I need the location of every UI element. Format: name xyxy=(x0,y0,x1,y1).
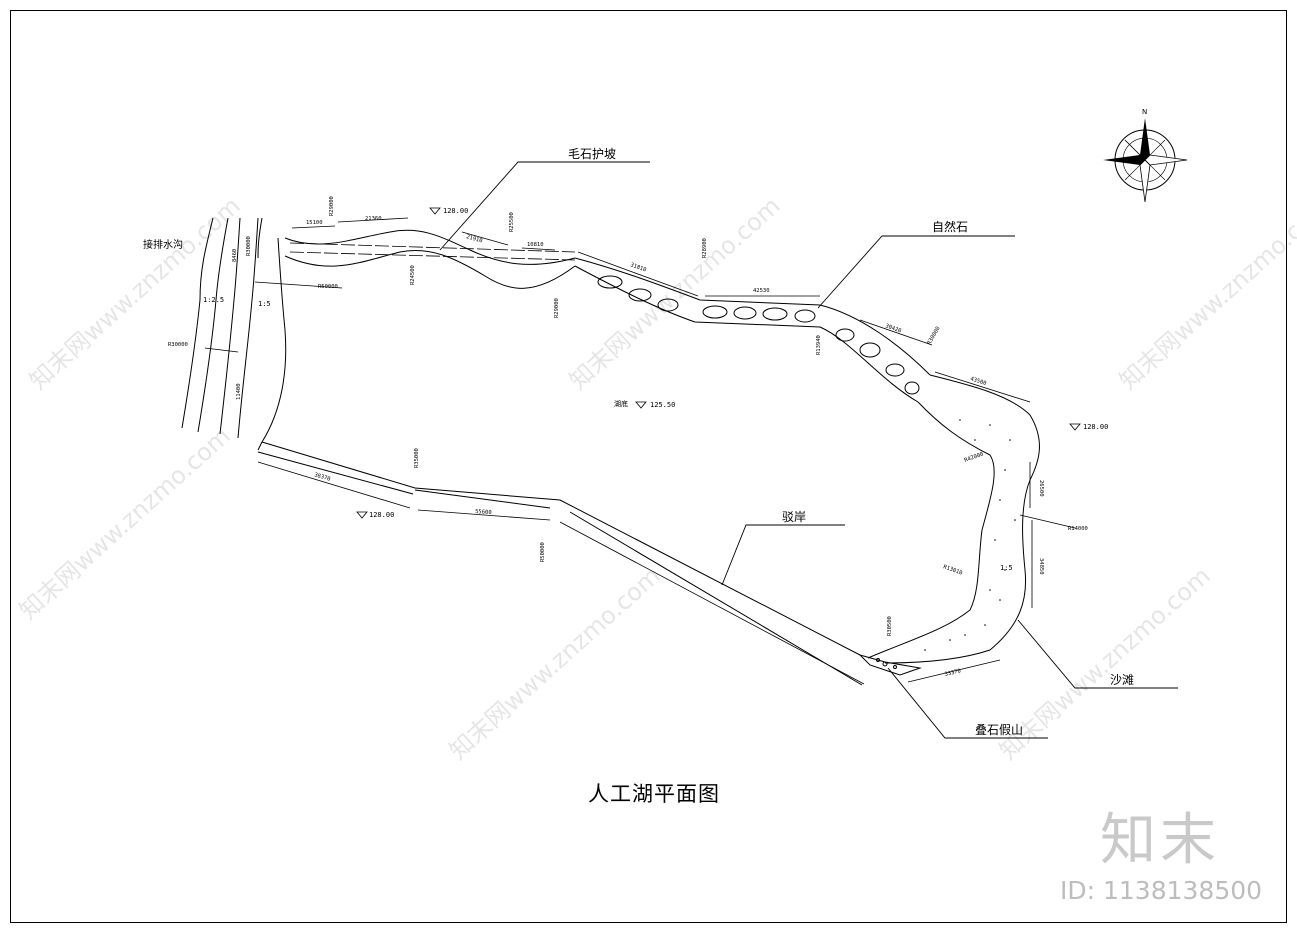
dim-text: 42530 xyxy=(753,288,770,294)
radius-text: R29000 xyxy=(554,298,560,318)
drawing-frame xyxy=(10,10,1287,923)
radius-text: R50000 xyxy=(540,542,546,562)
dim-text: 15100 xyxy=(306,220,323,226)
elevation-markers xyxy=(356,207,1081,519)
radius-text: R24500 xyxy=(410,265,416,285)
label-beach: 沙滩 xyxy=(1110,673,1134,687)
dim-text: 38370 xyxy=(313,472,331,483)
rockery-stones xyxy=(858,654,922,676)
dim-text: 34850 xyxy=(1038,558,1044,575)
slope-left-b: 1:5 xyxy=(258,300,271,308)
drawing-title: 人工湖平面图 xyxy=(588,782,720,806)
radius-text: R29000 xyxy=(329,196,335,216)
radius-text: R42000 xyxy=(964,451,985,463)
elevation-left-bottom: 128.00 xyxy=(369,511,394,519)
radius-text: R35000 xyxy=(414,448,420,468)
dim-text: 8460 xyxy=(232,249,238,262)
slope-right: 1:5 xyxy=(1000,564,1013,572)
radius-text: R28900 xyxy=(702,238,708,258)
label-rubble-slope: 毛石护坡 xyxy=(568,147,616,161)
compass-north-label: N xyxy=(1142,108,1147,116)
north-arrow-icon: N xyxy=(1103,108,1188,203)
drain-channel xyxy=(181,217,287,443)
id-watermark: ID: 1138138500 xyxy=(1060,876,1263,905)
dim-text: 43500 xyxy=(969,376,987,387)
brand-watermark: 知末 xyxy=(1100,808,1220,873)
label-rockery: 叠石假山 xyxy=(975,723,1023,737)
dim-text: 55600 xyxy=(475,509,492,516)
dimension-lines xyxy=(204,217,1076,685)
natural-stone-band xyxy=(574,257,931,403)
label-revetment: 驳岸 xyxy=(782,510,806,524)
dim-text: 31810 xyxy=(629,262,647,273)
radius-text: R30000 xyxy=(927,326,942,346)
dim-text: 11400 xyxy=(236,383,242,400)
lake-bottom-label: 湖底 xyxy=(614,399,628,408)
elevation-top: 128.00 xyxy=(443,207,468,215)
label-drain: 接排水沟 xyxy=(143,238,183,251)
elevation-right: 128.00 xyxy=(1083,423,1108,431)
rubble-slope-band xyxy=(284,229,576,289)
radius-text: R13010 xyxy=(942,564,963,576)
radius-text: R25500 xyxy=(509,212,515,232)
radius-text: R14000 xyxy=(1068,526,1088,532)
dim-text: 21910 xyxy=(465,234,483,244)
radius-text: R30000 xyxy=(168,342,188,348)
dim-text: 26500 xyxy=(1038,480,1044,497)
elevation-lake-bottom: 125.50 xyxy=(650,401,675,409)
slope-left-a: 1:2.5 xyxy=(203,296,224,304)
revetment-edges xyxy=(257,441,863,686)
radius-text: R30500 xyxy=(887,616,893,636)
sand-beach-band xyxy=(867,374,1040,664)
radius-text: R30000 xyxy=(246,236,252,256)
radius-text: R50000 xyxy=(318,284,338,290)
radius-text: R13940 xyxy=(816,335,822,355)
label-natural-stone: 自然石 xyxy=(932,219,968,234)
dim-text: 33370 xyxy=(944,668,961,678)
dim-text: 30420 xyxy=(884,323,902,334)
dim-text: 21360 xyxy=(365,216,382,222)
leader-lines xyxy=(439,161,1178,739)
dim-text: 10810 xyxy=(527,242,544,248)
